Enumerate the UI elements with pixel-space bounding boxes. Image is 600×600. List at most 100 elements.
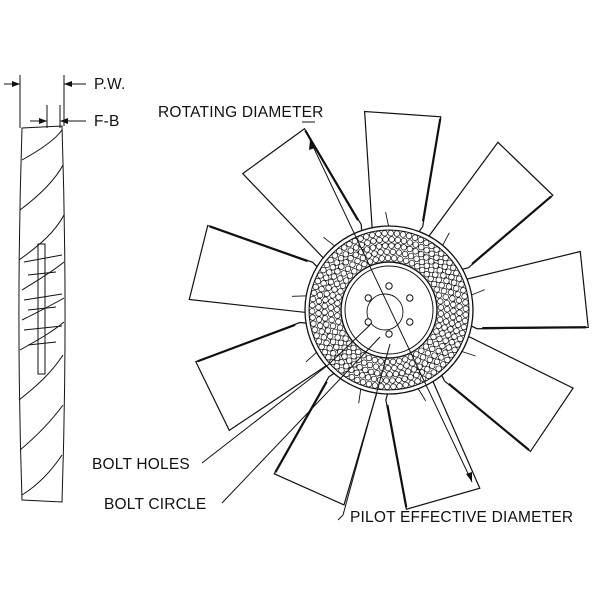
hub-texture-cell [433,254,440,261]
hub-texture-cell [320,266,327,274]
pilot-ring [340,261,438,359]
hub-texture-cell [323,339,330,347]
hub-texture-cell [440,361,447,368]
hub-texture-cell [383,377,390,384]
hub-texture-cell [409,360,416,367]
hub-texture-cell [440,287,448,295]
hub-texture-cell [436,316,444,323]
hub-texture-cell [453,285,460,292]
hub-texture-cell [428,250,435,257]
hub-texture-cell [432,262,439,269]
hub-texture-cell [336,324,344,331]
leader-lines [201,121,473,521]
hub-texture-cell [443,277,450,285]
bolt-holes-label: BOLT HOLES [92,456,190,473]
hub-texture-cell [435,347,442,355]
hub-texture-cell [392,370,400,378]
hub-texture-cell [428,258,435,265]
hub-texture-cell [328,316,335,324]
hub-texture-cell [318,285,325,293]
blade-edge [471,195,552,265]
hub-texture-cell [334,300,341,307]
blade-edge [386,404,408,508]
hub-texture-cell [337,348,344,356]
hub-texture-cell [337,288,344,295]
hub-texture-cell [355,264,363,271]
hub-texture-cell [385,365,392,372]
pw-label: P.W. [94,76,126,93]
hub-texture-cell [401,356,409,363]
hub-texture-cell [453,269,460,277]
hub-texture-cell [435,322,442,329]
hub-texture-cell [448,339,455,346]
hub-texture-cell [461,293,468,300]
hub-texture-cell [327,304,334,311]
hub-texture-cell [391,364,398,372]
hub-texture-cell [338,367,345,374]
hub-texture-cell [442,254,449,262]
hub-texture-cell [421,360,428,367]
hub-texture-cell [424,366,431,373]
hub-texture-cell [407,374,414,381]
hub-texture-cell [417,251,425,258]
hub-texture-cell [445,344,452,351]
hub-texture-cell [321,302,328,310]
hub-texture-cell [438,354,445,361]
hub-texture-cell [455,297,463,304]
hub-texture-cell [394,236,401,244]
hub-texture-cell [449,313,457,321]
hub-texture-cell [430,280,438,288]
hub-texture-cell [456,303,463,310]
rotating-diameter-label: ROTATING DIAMETER [158,104,324,121]
hub-texture-cell [310,320,317,327]
hub-texture-cell [356,364,363,371]
hub-texture-cell [397,256,404,263]
hub-texture-cell [413,351,420,358]
hub-texture-cell [354,257,361,265]
hub-texture-cell [357,235,364,242]
hub-texture-cell [389,358,397,365]
hub-texture-cell [371,250,378,257]
hub-texture-cell [413,255,420,262]
hub-texture-cell [456,309,463,316]
hub-texture-cell [333,343,340,351]
hub-texture-cell [422,343,430,350]
hub-texture-cell [448,351,455,359]
hub-texture-cell [446,259,453,266]
hub-texture-cell [432,340,440,348]
hub-texture-cell [315,338,323,345]
hub-texture-cell [450,307,457,315]
hub-texture-cell [399,231,407,238]
hub-texture-cell [455,315,463,322]
bolt-circle-label: BOLT CIRCLE [104,496,206,513]
hub-texture-cell [462,299,469,306]
hub-texture-cell [447,289,455,296]
hub-texture-cell [334,312,341,319]
hub-texture-cell [323,290,330,297]
hub-texture-cell [333,259,340,266]
hub-texture-cell [401,250,409,258]
hub-texture-cell [442,318,450,325]
hub-texture-cell [460,323,468,331]
hub-texture-cell [437,258,444,266]
bolt-hole [406,294,414,302]
hub-texture-cell [337,339,345,346]
hub-texture-cell [315,310,322,317]
hub-texture-cell [346,357,353,364]
hub-texture-cell [397,363,404,371]
hub-texture-cell [441,263,448,270]
hub-texture-cell [444,356,451,364]
hub-texture-cell [375,243,383,250]
hub-texture-cell [342,251,349,258]
hub-texture-cell [371,356,378,364]
hub-texture-cell [445,283,453,290]
hub-texture-cell [323,321,330,328]
hub-texture-cell [403,362,410,369]
hub-texture-cell [359,379,367,386]
hub-texture-cell [406,245,413,253]
hub-texture-cell [405,232,413,240]
blade-edge [197,323,296,363]
hub-texture-cell [334,268,341,275]
side-profile-view [18,125,66,503]
